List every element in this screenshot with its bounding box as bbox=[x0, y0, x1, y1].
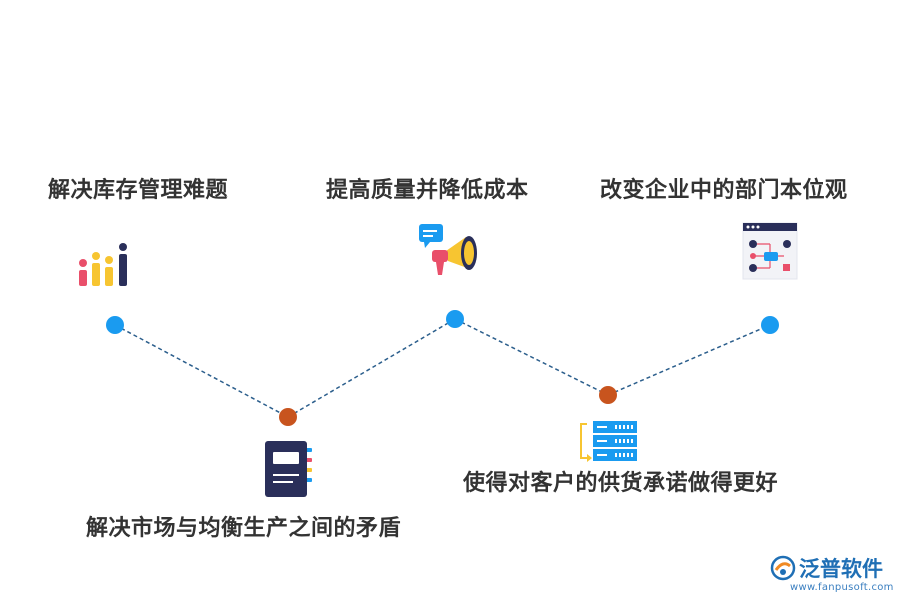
label-quality: 提高质量并降低成本 bbox=[326, 178, 529, 203]
label-market-production: 解决市场与均衡生产之间的矛盾 bbox=[86, 516, 402, 541]
brand-logo: 泛普软件 bbox=[770, 554, 883, 582]
node-top bbox=[761, 316, 779, 334]
label-inventory: 解决库存管理难题 bbox=[48, 178, 229, 203]
flowchart-window-icon bbox=[742, 222, 798, 280]
logo-url: www.fanpusoft.com bbox=[790, 582, 894, 593]
label-customer-supply: 使得对客户的供货承诺做得更好 bbox=[463, 471, 779, 496]
megaphone-icon bbox=[419, 224, 477, 275]
logo-name: 泛普软件 bbox=[799, 557, 883, 581]
node-bottom bbox=[599, 386, 617, 404]
server-rack-icon bbox=[580, 421, 637, 462]
bar-chart-icon bbox=[79, 243, 127, 286]
notebook-icon bbox=[265, 441, 312, 497]
connector-line bbox=[114, 324, 289, 418]
node-bottom bbox=[279, 408, 297, 426]
connector-line bbox=[454, 318, 609, 396]
connector-line bbox=[287, 318, 456, 418]
connector-line bbox=[607, 324, 771, 396]
logo-mark-icon bbox=[770, 555, 796, 581]
node-top bbox=[446, 310, 464, 328]
label-department: 改变企业中的部门本位观 bbox=[600, 178, 848, 203]
node-top bbox=[106, 316, 124, 334]
